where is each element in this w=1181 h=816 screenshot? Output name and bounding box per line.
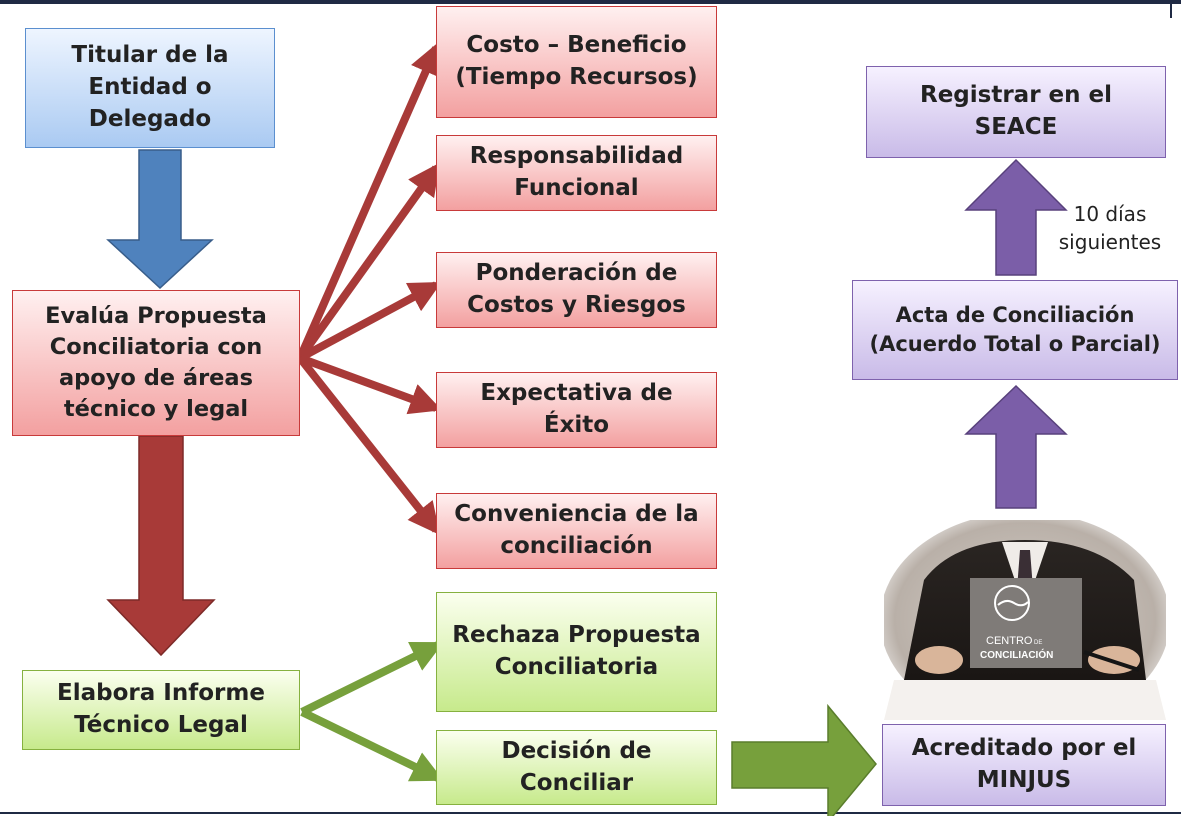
box-rechaza: Rechaza Propuesta Conciliatoria bbox=[436, 592, 717, 712]
right-arrow-decision-to-acreditado bbox=[731, 703, 877, 816]
down-arrow-evalua-to-elabora bbox=[106, 435, 216, 657]
photo-illustration: CENTRO DE CONCILIACIÓN bbox=[884, 520, 1166, 720]
logo-line1-small: DE bbox=[1034, 640, 1042, 646]
box-costo-beneficio: Costo – Beneficio (Tiempo Recursos) bbox=[436, 6, 717, 118]
box-acreditado: Acreditado por el MINJUS bbox=[882, 724, 1166, 806]
photo-centro-conciliacion: CENTRO DE CONCILIACIÓN bbox=[884, 520, 1166, 720]
note-10-dias: 10 días siguientes bbox=[1058, 202, 1162, 254]
box-expectativa: Expectativa de Éxito bbox=[436, 372, 717, 448]
fan-arrow-ponderacion bbox=[298, 281, 442, 362]
box-responsabilidad-label: Responsabilidad Funcional bbox=[469, 143, 684, 201]
box-acreditado-label: Acreditado por el MINJUS bbox=[911, 735, 1137, 793]
box-titular-label: Titular de la Entidad o Delegado bbox=[71, 42, 229, 132]
box-titular: Titular de la Entidad o Delegado bbox=[25, 28, 275, 148]
box-ponderacion-label: Ponderación de Costos y Riesgos bbox=[467, 260, 686, 318]
box-responsabilidad: Responsabilidad Funcional bbox=[436, 135, 717, 211]
box-rechaza-label: Rechaza Propuesta Conciliatoria bbox=[452, 622, 701, 680]
fan-arrow-decision bbox=[300, 708, 444, 782]
logo-line1: CENTRO bbox=[986, 635, 1033, 647]
box-acta: Acta de Conciliación (Acuerdo Total o Pa… bbox=[852, 280, 1178, 380]
box-evalua-label: Evalúa Propuesta Conciliatoria con apoyo… bbox=[45, 302, 267, 423]
up-arrow-photo-to-acta bbox=[964, 384, 1068, 509]
fan-arrow-conveniencia bbox=[296, 355, 440, 536]
box-conveniencia-label: Conveniencia de la conciliación bbox=[454, 501, 699, 559]
fan-arrow-responsabilidad bbox=[296, 162, 440, 361]
fan-arrow-rechaza bbox=[300, 641, 444, 716]
box-acta-label: Acta de Conciliación (Acuerdo Total o Pa… bbox=[869, 303, 1161, 356]
fan-arrow-expectativa bbox=[298, 354, 443, 415]
box-evalua: Evalúa Propuesta Conciliatoria con apoyo… bbox=[12, 290, 300, 436]
logo-line2: CONCILIACIÓN bbox=[980, 648, 1053, 661]
box-registrar: Registrar en el SEACE bbox=[866, 66, 1166, 158]
fan-arrow-costo bbox=[296, 42, 441, 360]
box-conveniencia: Conveniencia de la conciliación bbox=[436, 493, 717, 569]
box-expectativa-label: Expectativa de Éxito bbox=[480, 380, 673, 438]
box-ponderacion: Ponderación de Costos y Riesgos bbox=[436, 252, 717, 328]
box-elabora-label: Elabora Informe Técnico Legal bbox=[57, 680, 265, 738]
bottom-rule bbox=[0, 812, 1181, 814]
top-rule bbox=[0, 0, 1181, 4]
corner-mark bbox=[1170, 4, 1172, 18]
up-arrow-acta-to-registrar bbox=[964, 158, 1068, 276]
box-elabora: Elabora Informe Técnico Legal bbox=[22, 670, 300, 750]
box-costo-beneficio-label: Costo – Beneficio (Tiempo Recursos) bbox=[455, 32, 698, 90]
handshake-icon bbox=[994, 585, 1030, 621]
box-decision-label: Decisión de Conciliar bbox=[501, 737, 652, 796]
box-decision: Decisión de Conciliar bbox=[436, 730, 717, 805]
down-arrow-titular-to-evalua bbox=[106, 149, 214, 290]
box-registrar-label: Registrar en el SEACE bbox=[919, 82, 1113, 140]
